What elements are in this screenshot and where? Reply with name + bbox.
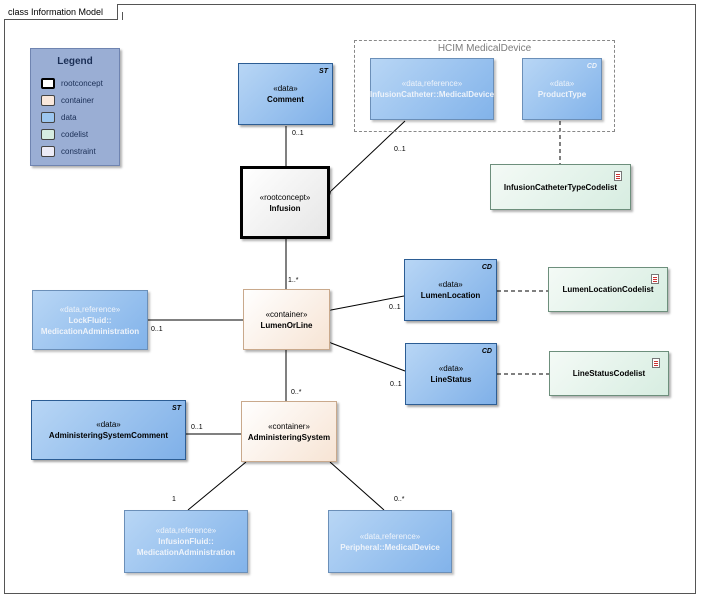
codelist-name: InfusionCatheterTypeCodelist: [503, 182, 618, 192]
class-name-line2: MedicationAdministration: [136, 548, 236, 557]
stereotype: «data»: [96, 420, 121, 429]
edge-catheter-infusion: [322, 120, 406, 200]
multiplicity-lumen-location: 0..1: [389, 304, 401, 311]
edge-infusionfluid-adminsystem: [187, 454, 256, 511]
legend-label: codelist: [61, 129, 89, 139]
class-lumen-or-line[interactable]: «container» LumenOrLine: [243, 289, 330, 350]
type-tag: ST: [172, 405, 181, 412]
legend-label: container: [61, 95, 94, 105]
codelist-lumen-location[interactable]: LumenLocationCodelist: [548, 267, 668, 312]
stereotype: «data»: [438, 364, 464, 373]
stereotype: «data,reference»: [401, 79, 463, 88]
class-lock-fluid[interactable]: «data,reference» LockFluid:: MedicationA…: [32, 290, 148, 350]
legend-swatch: [41, 128, 55, 140]
multiplicity-infusion-fluid: 1: [172, 496, 176, 503]
package-group-hcim-medicaldevice: HCIM MedicalDevice: [354, 40, 615, 132]
class-infusion[interactable]: «rootconcept» Infusion: [240, 166, 330, 239]
stereotype: «data,reference»: [155, 526, 217, 535]
edge-linestatus-lumen: [319, 337, 406, 372]
multiplicity-comment: 0..1: [292, 130, 304, 137]
stereotype: «container»: [268, 421, 310, 431]
stereotype: «data»: [273, 84, 298, 93]
legend-swatch: [41, 145, 55, 157]
stereotype: «data»: [549, 79, 575, 88]
legend-swatch: [41, 94, 55, 106]
stereotype: «rootconcept»: [259, 192, 311, 202]
codelist-icon: [614, 171, 622, 181]
class-name: ProductType: [537, 90, 587, 99]
legend-label: rootconcept: [61, 78, 103, 88]
class-name: AdministeringSystem: [247, 432, 331, 442]
edge-lumenlocation-lumen: [319, 295, 405, 316]
stereotype: «data,reference»: [59, 304, 121, 314]
multiplicity-line-status: 0..1: [390, 381, 402, 388]
legend-label: data: [61, 112, 77, 122]
codelist-icon: [651, 274, 659, 284]
class-name-line1: LockFluid::: [68, 315, 112, 325]
multiplicity-catheter: 0..1: [394, 146, 406, 153]
legend-item-constraint: constraint: [41, 145, 96, 157]
class-name-line1: InfusionFluid::: [158, 537, 214, 546]
class-name: LineStatus: [430, 375, 472, 384]
type-tag: CD: [586, 63, 597, 70]
legend-swatch: [41, 111, 55, 123]
class-name-line2: MedicationAdministration: [40, 326, 140, 336]
legend-panel: Legend rootconcept container data codeli…: [30, 48, 120, 166]
legend-label: constraint: [61, 146, 96, 156]
legend-title: Legend: [57, 56, 93, 67]
class-name: AdministeringSystemComment: [48, 431, 169, 440]
type-tag: ST: [319, 68, 328, 75]
diagram-frame-title: class Information Model: [4, 4, 119, 20]
codelist-infusion-catheter-type[interactable]: InfusionCatheterTypeCodelist: [490, 164, 631, 210]
stereotype: «container»: [265, 309, 308, 319]
type-tag: CD: [481, 264, 492, 271]
class-name: Comment: [267, 95, 304, 104]
legend-item-codelist: codelist: [41, 128, 88, 140]
class-comment[interactable]: ST «data» Comment: [238, 63, 333, 125]
multiplicity-peripheral: 0..*: [394, 496, 405, 503]
legend-item-data: data: [41, 111, 77, 123]
codelist-line-status[interactable]: LineStatusCodelist: [549, 351, 669, 396]
multiplicity-administering-system: 0..*: [291, 389, 302, 396]
class-name: Peripheral::MedicalDevice: [340, 542, 440, 552]
type-tag: CD: [481, 348, 492, 355]
class-infusion-fluid[interactable]: «data,reference» InfusionFluid:: Medicat…: [124, 510, 248, 573]
multiplicity-lumen: 1..*: [288, 277, 299, 284]
class-lumen-location[interactable]: CD «data» LumenLocation: [404, 259, 497, 321]
legend-swatch: [41, 77, 55, 89]
codelist-name: LumenLocationCodelist: [562, 285, 654, 294]
class-name: LumenLocation: [420, 291, 481, 300]
class-product-type[interactable]: CD «data» ProductType: [522, 58, 602, 120]
stereotype: «data,reference»: [359, 531, 421, 541]
class-administering-system-comment[interactable]: ST «data» AdministeringSystemComment: [31, 400, 186, 460]
codelist-name: LineStatusCodelist: [572, 369, 646, 378]
class-infusion-catheter[interactable]: «data,reference» InfusionCatheter::Medic…: [370, 58, 494, 120]
package-group-label: HCIM MedicalDevice: [437, 43, 532, 54]
class-line-status[interactable]: CD «data» LineStatus: [405, 343, 497, 405]
edge-peripheral-adminsystem: [321, 454, 385, 511]
codelist-icon: [652, 358, 660, 368]
class-name: InfusionCatheter::MedicalDevice: [369, 90, 495, 99]
legend-item-rootconcept: rootconcept: [41, 77, 103, 89]
class-administering-system[interactable]: «container» AdministeringSystem: [241, 401, 337, 462]
multiplicity-lock-fluid: 0..1: [151, 326, 163, 333]
class-peripheral[interactable]: «data,reference» Peripheral::MedicalDevi…: [328, 510, 452, 573]
class-name: LumenOrLine: [260, 320, 313, 330]
legend-item-container: container: [41, 94, 94, 106]
stereotype: «data»: [438, 280, 463, 289]
class-name: Infusion: [269, 203, 301, 213]
multiplicity-admin-comment: 0..1: [191, 424, 203, 431]
